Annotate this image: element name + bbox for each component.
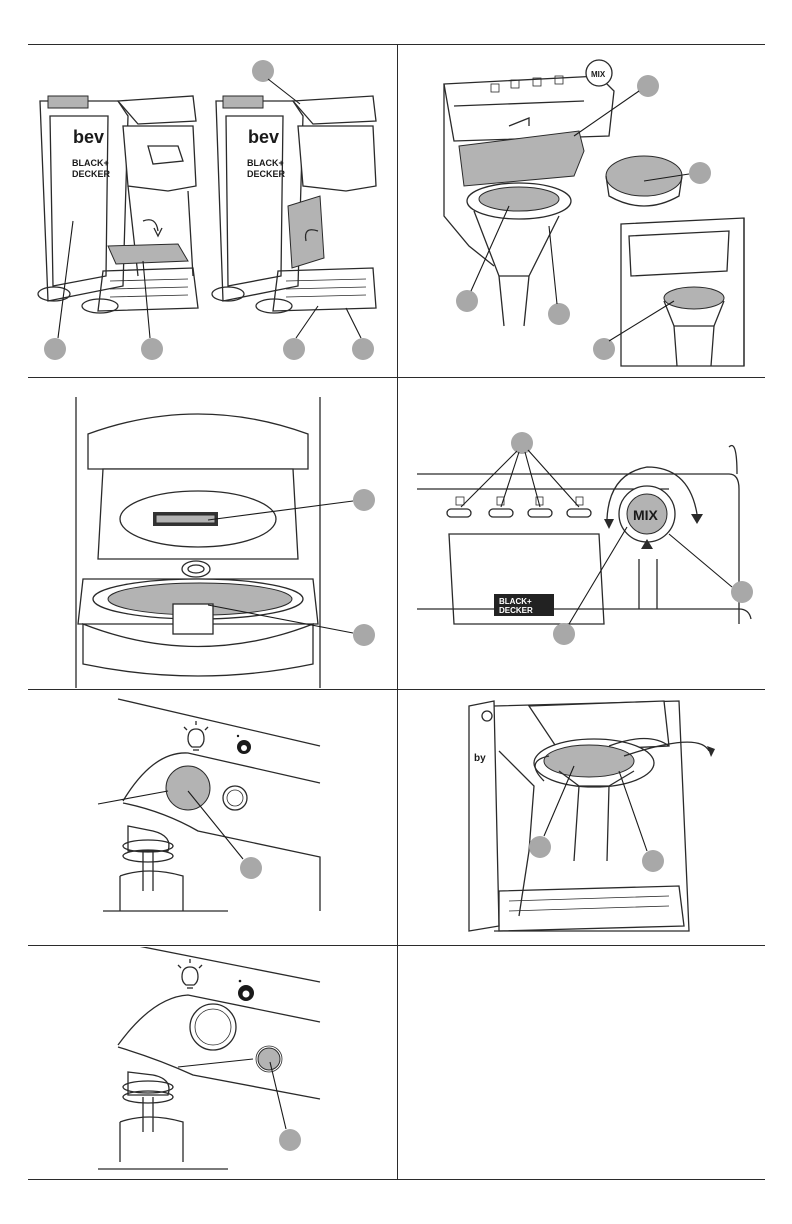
callout-water-button	[279, 1129, 301, 1151]
panel-lid-basket: MIX	[399, 46, 765, 376]
panel-empty	[399, 947, 765, 1178]
mix-label-small: MIX	[591, 70, 606, 79]
cup-icons-panel	[456, 497, 583, 505]
water-button-2	[258, 1048, 280, 1070]
cup-empty-icon	[456, 497, 464, 505]
button-size-4	[567, 509, 591, 517]
callout-light-button	[240, 857, 262, 879]
panel-pod-holder	[28, 379, 396, 688]
button-size-1	[447, 509, 471, 517]
pod-holder-illustration	[76, 397, 320, 688]
bev-logo-left: bev	[73, 127, 104, 147]
pod-holder-removal-illustration: by	[469, 701, 715, 931]
machine-top-illustration: MIX	[444, 60, 614, 326]
machine-inset-illustration	[621, 218, 744, 366]
lightbulb-icon	[184, 721, 208, 750]
panel-light-button	[28, 691, 396, 944]
water-drop-icon	[238, 980, 254, 1001]
button-panel-illustration	[103, 699, 320, 911]
panel-control-panel: BLACK+ DECKER MIX	[399, 379, 765, 688]
brand-text-left-1: BLACK+	[72, 158, 109, 168]
callout-holder-removal	[529, 836, 551, 858]
light-button	[166, 766, 210, 810]
panel-water-button	[28, 947, 396, 1178]
brand-text-left-2: DECKER	[72, 169, 111, 179]
brand-badge-line1: BLACK+	[499, 597, 532, 606]
callout-pod-slot	[353, 489, 375, 511]
callout-top-right-machine	[252, 60, 274, 82]
callout-2	[141, 338, 163, 360]
cup-large-icon	[576, 497, 583, 505]
callout-3	[283, 338, 305, 360]
by-logo: by	[474, 753, 486, 764]
panel-remove-holder: by	[399, 691, 765, 944]
callout-4	[352, 338, 374, 360]
machine-illustration-right: bev BLACK+ DECKER	[212, 96, 376, 313]
button-size-3	[528, 509, 552, 517]
brand-badge-line2: DECKER	[499, 606, 533, 615]
callout-holder	[548, 303, 570, 325]
callout-1	[44, 338, 66, 360]
column-divider	[397, 44, 398, 1179]
panel-drip-tray: bev BLACK+ DECKER bev BLACK+ DECKER	[28, 46, 396, 376]
button-size-2	[489, 509, 513, 517]
callout-pod-tray	[353, 624, 375, 646]
callout-lid	[637, 75, 659, 97]
callout-basket	[456, 290, 478, 312]
callout-pod-lid	[689, 162, 711, 184]
callout-knob-press	[553, 623, 575, 645]
brand-text-right-1: BLACK+	[247, 158, 284, 168]
mix-knob-label: MIX	[633, 507, 659, 523]
brand-text-right-2: DECKER	[247, 169, 286, 179]
lightbulb-icon	[178, 959, 202, 988]
rule-bottom	[28, 1179, 765, 1180]
light-button-2	[190, 1004, 236, 1050]
callout-knob-rotate	[731, 581, 753, 603]
callout-buttons	[511, 432, 533, 454]
callout-holder-ring	[642, 850, 664, 872]
bev-logo-right: bev	[248, 127, 279, 147]
control-panel-illustration: BLACK+ DECKER MIX	[417, 446, 751, 624]
callout-inset	[593, 338, 615, 360]
machine-illustration-left: bev BLACK+ DECKER	[38, 96, 198, 313]
water-drop-icon	[237, 735, 251, 754]
